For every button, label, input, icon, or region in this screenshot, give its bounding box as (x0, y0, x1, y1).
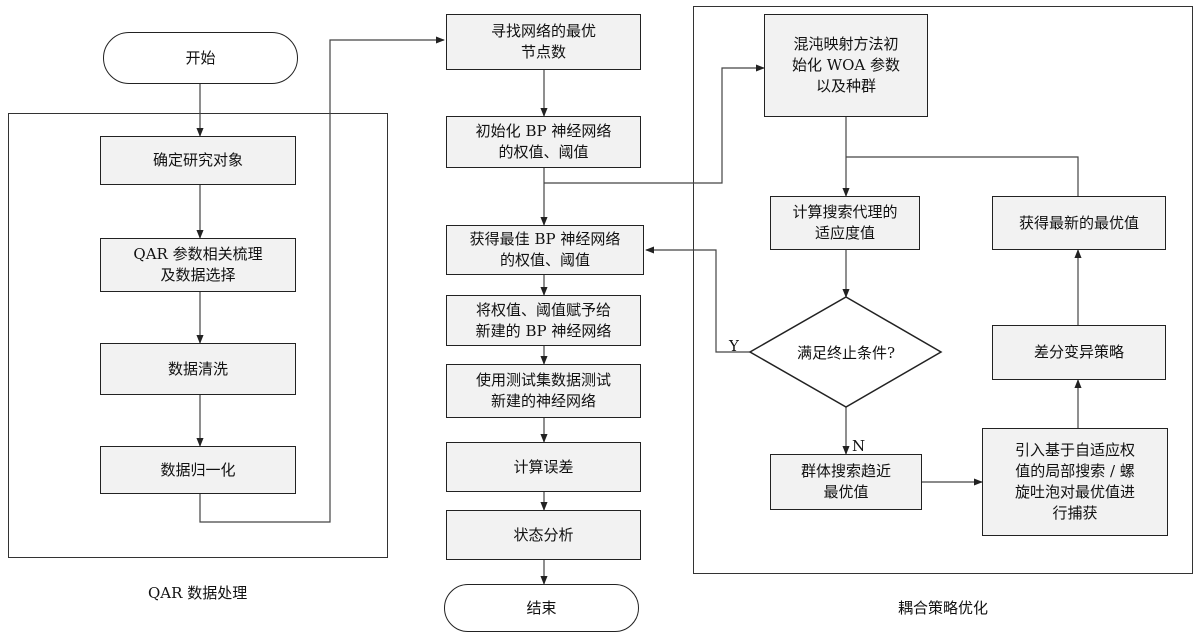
coupling-strategy-group (693, 6, 1193, 574)
chaos-init-box: 混沌映射方法初 始化 WOA 参数 以及种群 (764, 14, 928, 117)
calc-error-box: 计算误差 (446, 442, 641, 492)
start-terminal: 开始 (103, 32, 298, 84)
latest-best-box: 获得最新的最优值 (992, 196, 1166, 250)
decision-diamond (748, 296, 943, 408)
condition-text: 满足终止条件? (796, 344, 896, 362)
group-left-label: QAR 数据处理 (148, 584, 248, 602)
data-normalize-box: 数据归一化 (100, 446, 296, 494)
edge-initbp-chaos (544, 64, 765, 184)
edge-latest-loop (846, 156, 1079, 196)
qar-param-box: QAR 参数相关梳理 及数据选择 (100, 238, 296, 292)
best-bp-box: 获得最佳 BP 神经网络 的权值、阈值 (446, 225, 644, 275)
end-terminal: 结束 (444, 584, 639, 632)
de-strategy-box: 差分变异策略 (992, 325, 1166, 380)
edge-condition-yes-bestbp (645, 246, 750, 353)
init-bp-box: 初始化 BP 神经网络 的权值、阈值 (446, 116, 641, 168)
no-label: N (852, 437, 866, 455)
local-search-box: 引入基于自适应权 值的局部搜索 / 螺 旋吐泡对最优值进 行捕获 (982, 428, 1168, 536)
find-nodes-box: 寻找网络的最优 节点数 (446, 14, 641, 70)
state-analysis-box: 状态分析 (446, 510, 641, 560)
edge-normalize-findnodes (199, 36, 445, 523)
test-network-box: 使用测试集数据测试 新建的神经网络 (446, 364, 641, 418)
yes-label: Y (729, 337, 739, 355)
fitness-box: 计算搜索代理的 适应度值 (770, 196, 920, 250)
assign-weights-box: 将权值、阈值赋予给 新建的 BP 神经网络 (446, 295, 641, 346)
determine-object-box: 确定研究对象 (100, 136, 296, 185)
qar-data-processing-group (8, 113, 388, 558)
group-right-label: 耦合策略优化 (898, 599, 989, 617)
data-clean-box: 数据清洗 (100, 343, 296, 395)
approach-optimum-box: 群体搜索趋近 最优值 (770, 454, 922, 510)
